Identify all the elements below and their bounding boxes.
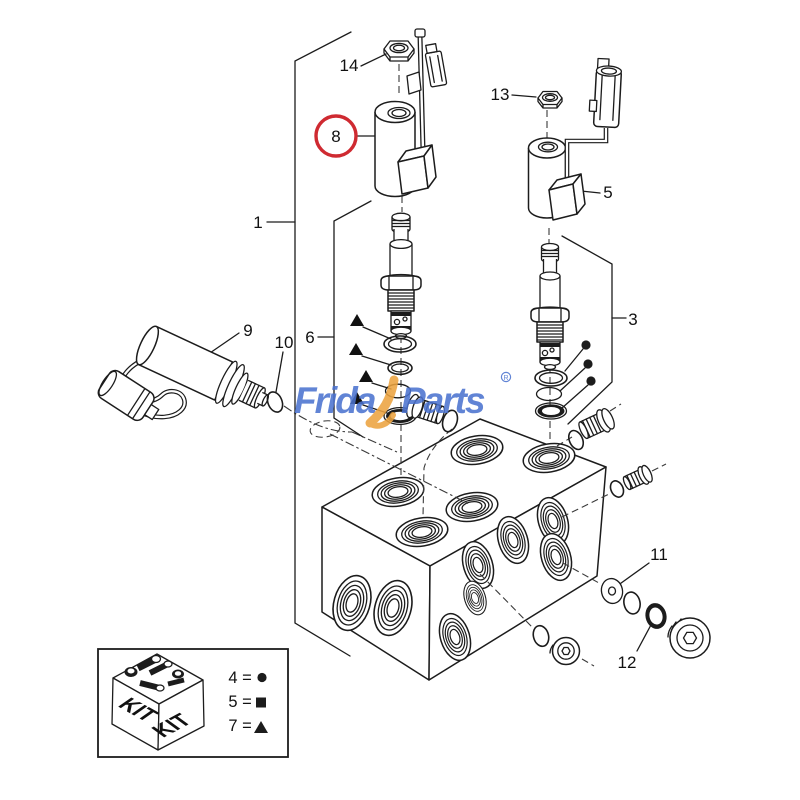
legend-num-5: 5	[228, 693, 237, 711]
legend-eq-7: =	[242, 717, 252, 735]
kit-legend: 4 = 5 = 7 =	[228, 669, 268, 735]
callout-11: 11	[650, 545, 668, 564]
callout-labels: 1 3 5 6 8 9 10 11 12 13 14	[243, 56, 668, 672]
plug-a	[406, 393, 459, 433]
kit-cube: KIT KIT	[111, 653, 205, 751]
legend-square-symbol	[256, 697, 266, 708]
callout-14: 14	[340, 56, 359, 75]
hex-nut-14	[383, 40, 415, 62]
oring-10	[266, 391, 284, 413]
brand-prefix: Frida	[294, 380, 376, 421]
kit-box: KIT KIT 4 = 5 = 7 =	[97, 648, 289, 758]
cartridge-valve-b	[530, 242, 570, 371]
registered-mark-icon	[500, 371, 512, 383]
legend-num-7: 7	[228, 717, 237, 735]
kit-fittings	[124, 654, 185, 692]
watermark-logo: Frida Parts R	[294, 371, 512, 429]
plug-mid-right	[609, 464, 653, 498]
pressure-sensor-9	[97, 325, 270, 422]
seal-kit-rings-b	[534, 340, 596, 420]
solenoid-coil-8	[374, 28, 448, 198]
registered-letter: R	[503, 375, 508, 382]
legend-num-4: 4	[228, 669, 237, 687]
callout-3: 3	[628, 310, 637, 329]
plug-top-right	[567, 407, 615, 451]
callout-10: 10	[275, 333, 294, 352]
socket-plug-large	[667, 617, 711, 659]
socket-plug-small	[549, 636, 581, 666]
brand-leaf-icon	[365, 375, 399, 428]
washer-11	[600, 577, 624, 605]
legend-eq-4: =	[242, 669, 252, 687]
valve-block	[321, 418, 607, 681]
oring-12	[532, 624, 550, 648]
callout-12: 12	[618, 653, 637, 672]
callout-13: 13	[491, 85, 510, 104]
legend-triangle-symbol	[254, 721, 268, 733]
legend-circle-symbol	[257, 672, 267, 683]
legend-eq-5: =	[242, 693, 252, 711]
callout-lines	[206, 31, 653, 657]
callout-9: 9	[243, 321, 252, 340]
solenoid-coil-5	[527, 57, 623, 221]
crush-ring-12	[645, 603, 667, 629]
hex-nut-13	[537, 90, 563, 109]
callout-1: 1	[253, 213, 262, 232]
callout-5: 5	[603, 183, 612, 202]
callout-8: 8	[331, 127, 340, 146]
callout-6: 6	[305, 328, 314, 347]
highlight-circle-8	[314, 114, 358, 158]
cartridge-valve-a	[380, 212, 422, 340]
oring-11	[623, 591, 641, 615]
brand-suffix: Parts	[401, 380, 485, 421]
